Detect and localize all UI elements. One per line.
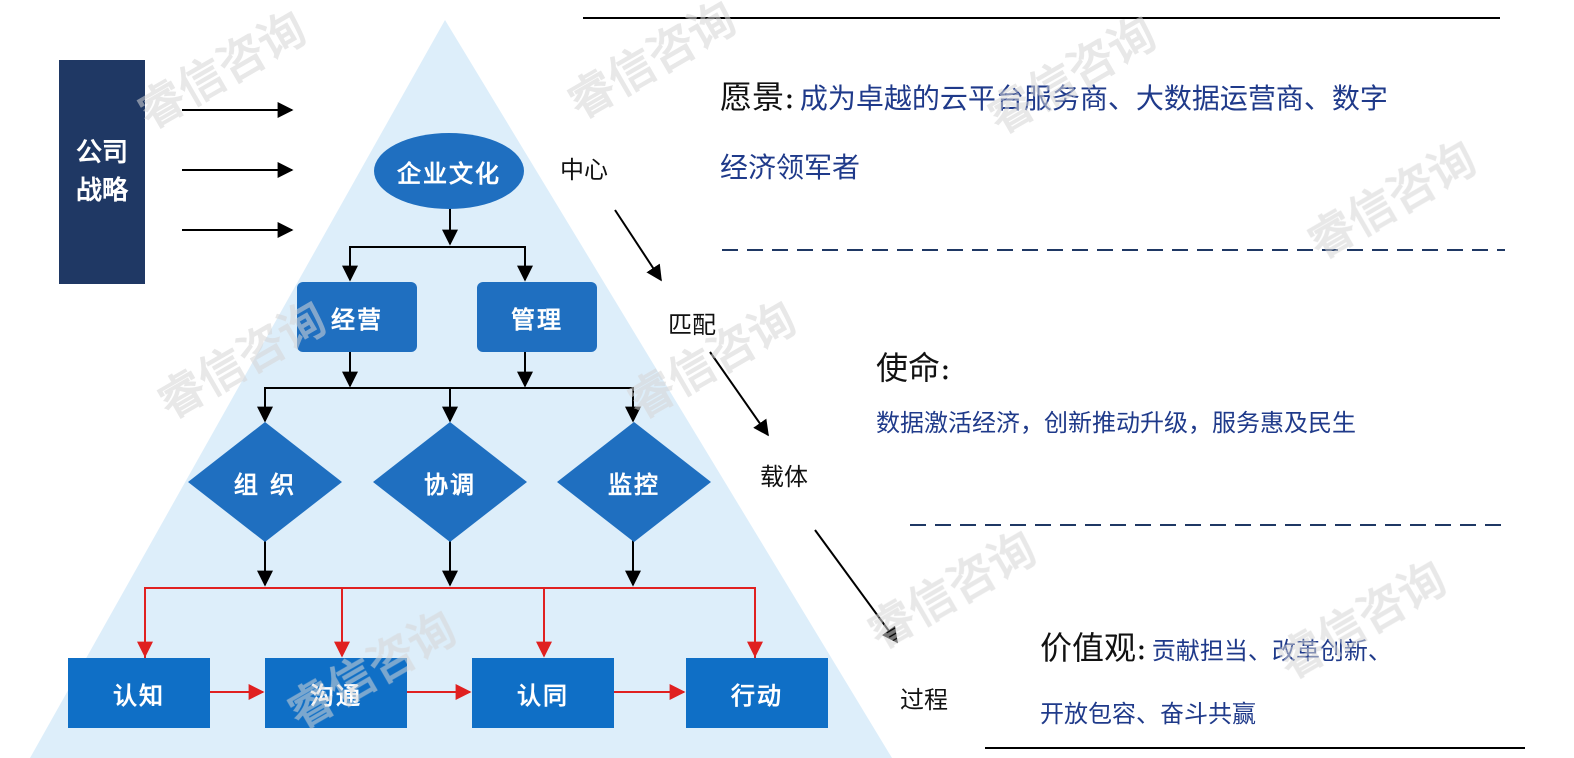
vision-text-2: 经济领军者	[720, 151, 861, 184]
organize-label: 组 织	[233, 469, 297, 499]
process-cognition: 认知	[68, 658, 210, 728]
process-communication-label: 沟通	[310, 680, 362, 710]
coordinate-label: 协调	[424, 469, 476, 499]
carrier-label: 载体	[760, 463, 808, 491]
organize-node: 组 织	[188, 422, 342, 542]
vision-title: 愿景:	[720, 78, 795, 116]
monitor-label: 监控	[608, 469, 660, 499]
culture-node: 企业文化	[374, 133, 524, 209]
process-action-label: 行动	[731, 680, 783, 710]
values-line-1: 价值观: 贡献担当、改革创新、	[1040, 623, 1392, 669]
management-node: 管理	[477, 282, 597, 352]
mission-title: 使命:	[876, 349, 951, 387]
vision-text-1: 成为卓越的云平台服务商、大数据运营商、数字	[799, 82, 1388, 115]
company-strategy-box: 公司战略	[59, 60, 145, 284]
mission-text: 数据激活经济，创新推动升级，服务惠及民生	[876, 409, 1356, 437]
diamond-coordinate	[373, 422, 527, 542]
process-communication: 沟通	[265, 658, 407, 728]
process-action: 行动	[686, 658, 828, 728]
diamond-organize	[188, 422, 342, 542]
company-strategy-label: 公司战略	[75, 138, 128, 206]
monitor-node: 监控	[557, 422, 711, 542]
culture-label: 企业文化	[397, 158, 501, 188]
values-title: 价值观:	[1040, 629, 1147, 667]
vision-line-1: 愿景: 成为卓越的云平台服务商、大数据运营商、数字	[720, 72, 1388, 118]
process-cognition-label: 认知	[113, 680, 165, 710]
center-label: 中心	[560, 156, 608, 184]
operation-node: 经营	[297, 282, 417, 352]
process-identification: 认同	[472, 658, 614, 728]
management-label: 管理	[511, 304, 563, 334]
match-label: 匹配	[668, 311, 716, 339]
process-identification-label: 认同	[517, 680, 569, 710]
values-text-1: 贡献担当、改革创新、	[1151, 637, 1392, 665]
values-text-2: 开放包容、奋斗共赢	[1040, 700, 1256, 728]
process-side-label: 过程	[900, 686, 948, 714]
diamond-monitor	[557, 422, 711, 542]
coordinate-node: 协调	[373, 422, 527, 542]
operation-label: 经营	[331, 304, 383, 334]
